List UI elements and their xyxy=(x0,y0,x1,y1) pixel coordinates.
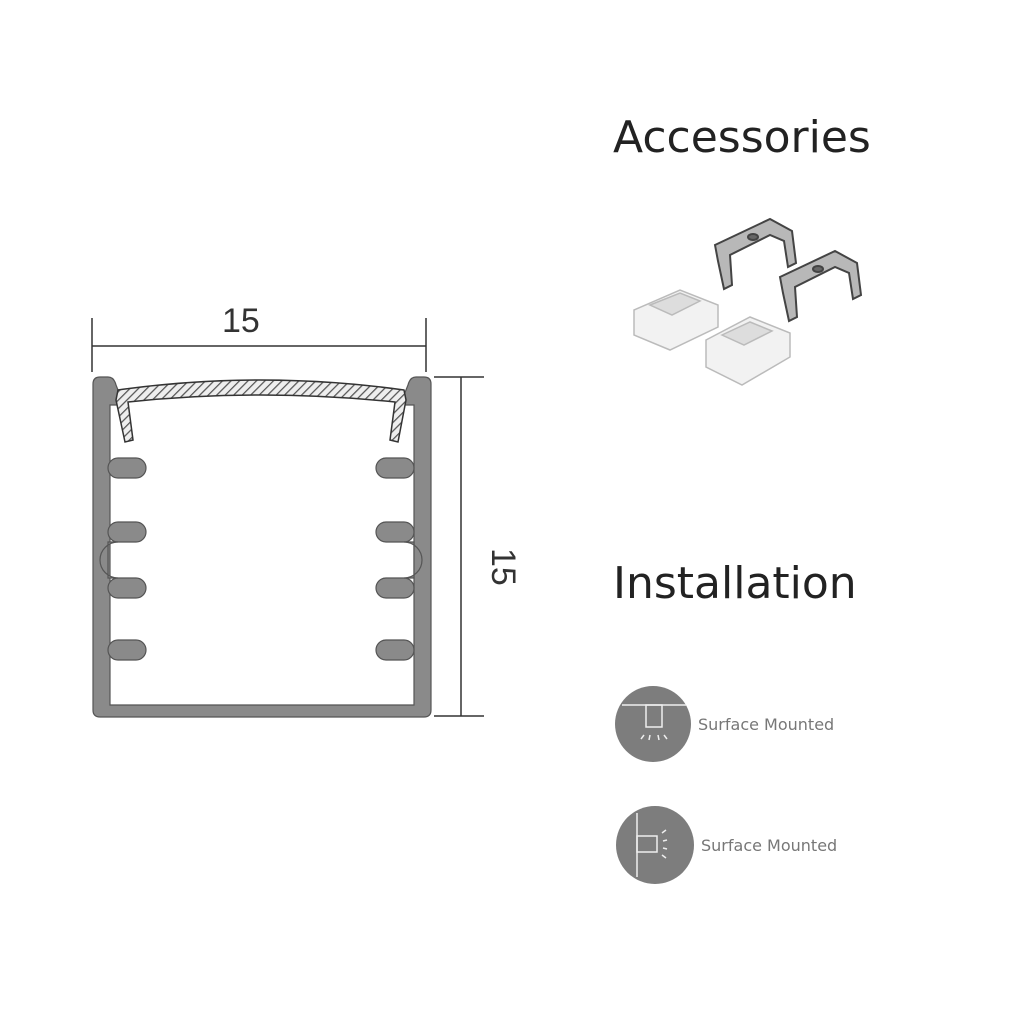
width-dimension-line xyxy=(91,318,427,372)
accessories-image xyxy=(633,217,863,386)
wall-mount-icon xyxy=(616,806,694,884)
profile-cross-section xyxy=(91,318,484,718)
width-label: 15 xyxy=(222,302,260,340)
mounting-clip xyxy=(713,217,798,291)
ceiling-mount-icon xyxy=(615,686,691,762)
mounting-clip xyxy=(778,249,863,323)
installation-label: Surface Mounted xyxy=(701,835,838,855)
installation-item-ceiling: Surface Mounted xyxy=(614,685,834,763)
installation-title: Installation xyxy=(613,558,857,609)
end-cap xyxy=(705,316,791,386)
installation-item-wall: Surface Mounted xyxy=(615,805,837,885)
aluminium-profile xyxy=(92,376,432,718)
height-label: 15 xyxy=(484,548,522,586)
height-dimension-line xyxy=(434,376,484,717)
accessories-title: Accessories xyxy=(613,112,871,163)
end-cap xyxy=(633,289,719,351)
diffuser-cover xyxy=(115,379,407,443)
installation-label: Surface Mounted xyxy=(698,714,835,734)
